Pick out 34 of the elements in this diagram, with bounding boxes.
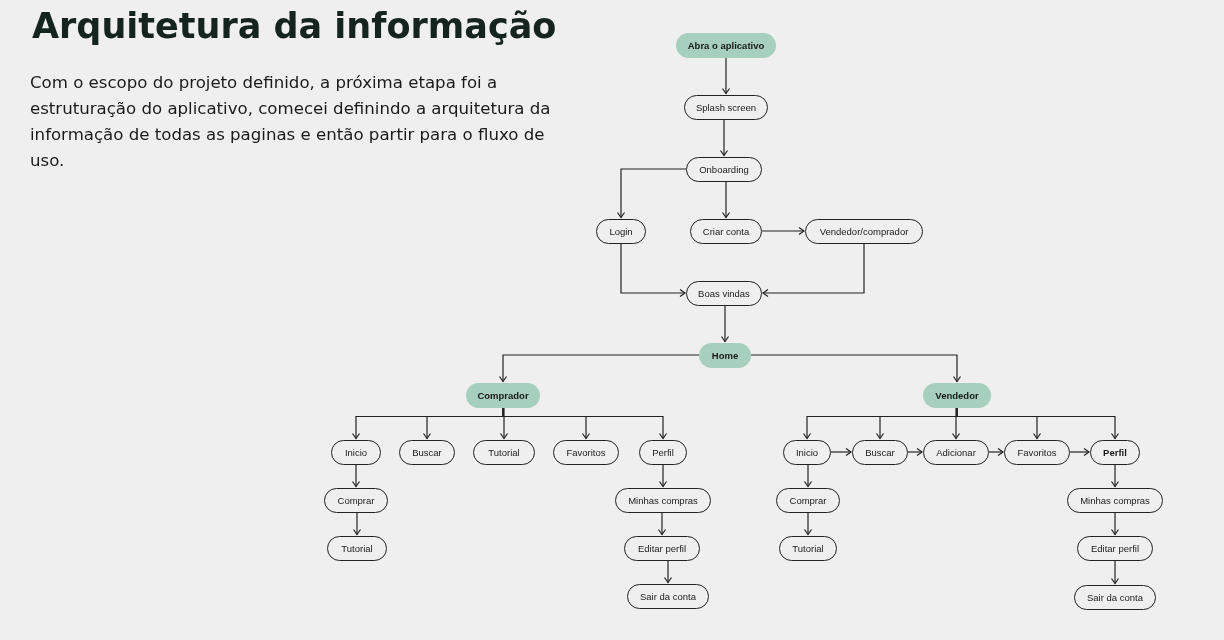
highlighted-screen-node: Vendedor: [923, 382, 991, 408]
arrow: [803, 511, 813, 536]
arrow: [620, 242, 686, 298]
highlighted-screen-node: Home: [699, 342, 751, 368]
arrow: [657, 511, 667, 536]
arrow: [750, 354, 962, 383]
arrow: [1110, 511, 1120, 536]
arrow: [499, 406, 509, 440]
arrow: [658, 463, 668, 488]
highlighted-screen-node: Abra o aplicativo: [676, 32, 776, 58]
arrow: [988, 447, 1004, 457]
arrow: [803, 463, 813, 488]
arrow: [762, 242, 865, 298]
arrow: [719, 118, 729, 157]
arrow: [1110, 463, 1120, 488]
arrow: [721, 180, 731, 219]
arrow: [951, 406, 961, 440]
arrow: [498, 354, 700, 383]
arrow: [907, 447, 923, 457]
arrow: [1069, 447, 1090, 457]
arrow: [351, 463, 361, 488]
arrow: [761, 226, 805, 236]
title: Arquitetura da informação: [32, 6, 557, 46]
highlighted-screen-node: Comprador: [466, 382, 540, 408]
arrow: [721, 56, 731, 95]
arrow: [352, 511, 362, 536]
arrow: [502, 406, 668, 440]
arrow: [663, 559, 673, 584]
arrow: [720, 304, 730, 343]
intro-paragraph: Com o escopo do projeto definido, a próxima etapa foi a estruturação do aplicativo, comecei definindo a arquitetura da informação de todas as paginas e então partir para o fluxo de uso.: [30, 72, 552, 172]
arrow: [830, 447, 852, 457]
arrow: [616, 168, 687, 219]
arrow: [956, 406, 1120, 440]
arrow: [1110, 559, 1120, 585]
